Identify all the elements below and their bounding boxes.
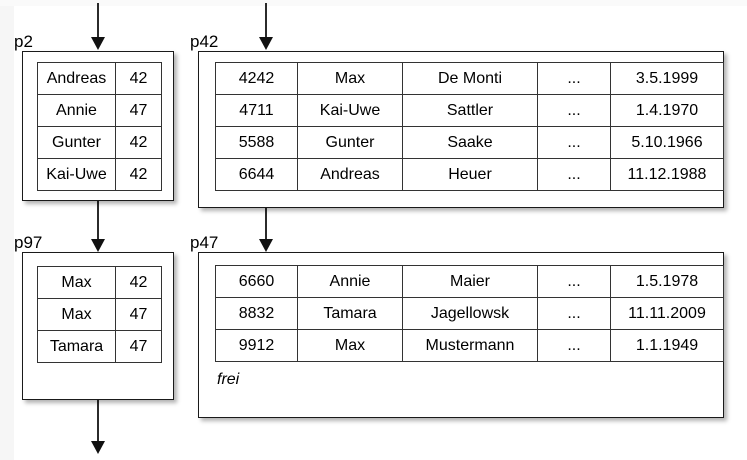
cell-more: ... (537, 265, 611, 298)
cell-id: 8832 (215, 297, 298, 330)
arrow-p2-to-p97 (90, 200, 106, 252)
cell-firstname: Annie (297, 265, 403, 298)
background-band-top (0, 0, 747, 6)
cell-name: Kai-Uwe (37, 158, 116, 191)
cell-more: ... (537, 62, 611, 95)
arrow-into-p2 (90, 3, 106, 50)
cell-id: 4711 (215, 94, 298, 127)
cell-bucket: 47 (115, 94, 162, 127)
cell-lastname: Mustermann (402, 329, 538, 362)
cell-date: 11.11.2009 (610, 297, 724, 330)
table-row[interactable]: 4711 Kai-Uwe Sattler ... 1.4.1970 (215, 94, 724, 127)
cell-more: ... (537, 126, 611, 159)
cell-bucket: 42 (115, 62, 162, 95)
cell-lastname: Saake (402, 126, 538, 159)
page-box-p47[interactable]: 6660 Annie Maier ... 1.5.1978 8832 Tamar… (198, 252, 724, 418)
cell-lastname: Maier (402, 265, 538, 298)
cell-name: Gunter (37, 126, 116, 159)
cell-id: 5588 (215, 126, 298, 159)
cell-more: ... (537, 329, 611, 362)
record-table-p42: 4242 Max De Monti ... 3.5.1999 4711 Kai-… (215, 62, 724, 191)
cell-name: Andreas (37, 62, 116, 95)
cell-lastname: Heuer (402, 158, 538, 191)
cell-name: Max (37, 266, 116, 299)
table-row[interactable]: 4242 Max De Monti ... 3.5.1999 (215, 62, 724, 95)
cell-id: 9912 (215, 329, 298, 362)
arrow-into-p42 (258, 3, 274, 50)
cell-name: Annie (37, 94, 116, 127)
page-label-p42: p42 (190, 32, 219, 51)
cell-id: 6660 (215, 265, 298, 298)
table-row[interactable]: Max 42 (37, 266, 162, 299)
cell-date: 5.10.1966 (610, 126, 724, 159)
table-row[interactable]: Tamara 47 (37, 330, 162, 363)
table-row[interactable]: Annie 47 (37, 94, 162, 127)
cell-bucket: 47 (115, 330, 162, 363)
record-table-p47: 6660 Annie Maier ... 1.5.1978 8832 Tamar… (215, 265, 724, 362)
page-box-p2[interactable]: Andreas 42 Annie 47 Gunter 42 Kai-Uwe 42 (22, 51, 174, 201)
cell-bucket: 42 (115, 266, 162, 299)
directory-table-p2: Andreas 42 Annie 47 Gunter 42 Kai-Uwe 42 (37, 62, 162, 191)
cell-firstname: Kai-Uwe (297, 94, 403, 127)
directory-table-p97: Max 42 Max 47 Tamara 47 (37, 266, 162, 363)
cell-date: 1.5.1978 (610, 265, 724, 298)
table-row[interactable]: 5588 Gunter Saake ... 5.10.1966 (215, 126, 724, 159)
page-label-p47: p47 (190, 233, 219, 252)
page-label-p2: p2 (14, 32, 33, 51)
arrow-p97-downward (90, 398, 106, 454)
cell-date: 3.5.1999 (610, 62, 724, 95)
cell-bucket: 42 (115, 126, 162, 159)
page-box-p42[interactable]: 4242 Max De Monti ... 3.5.1999 4711 Kai-… (198, 51, 724, 208)
cell-name: Tamara (37, 330, 116, 363)
cell-name: Max (37, 298, 116, 331)
table-row[interactable]: 9912 Max Mustermann ... 1.1.1949 (215, 329, 724, 362)
cell-more: ... (537, 158, 611, 191)
table-row[interactable]: 6644 Andreas Heuer ... 11.12.1988 (215, 158, 724, 191)
cell-firstname: Gunter (297, 126, 403, 159)
arrow-p42-to-p47 (258, 200, 274, 252)
cell-more: ... (537, 94, 611, 127)
cell-bucket: 47 (115, 298, 162, 331)
table-row[interactable]: 6660 Annie Maier ... 1.5.1978 (215, 265, 724, 298)
background-band-left (0, 0, 14, 460)
cell-firstname: Andreas (297, 158, 403, 191)
cell-id: 6644 (215, 158, 298, 191)
table-row[interactable]: Kai-Uwe 42 (37, 158, 162, 191)
cell-firstname: Tamara (297, 297, 403, 330)
cell-lastname: Sattler (402, 94, 538, 127)
cell-firstname: Max (297, 329, 403, 362)
page-label-p97: p97 (14, 233, 43, 252)
cell-lastname: De Monti (402, 62, 538, 95)
cell-firstname: Max (297, 62, 403, 95)
cell-lastname: Jagellowsk (402, 297, 538, 330)
cell-id: 4242 (215, 62, 298, 95)
table-row[interactable]: Max 47 (37, 298, 162, 331)
cell-date: 1.4.1970 (610, 94, 724, 127)
free-space-label-p47: frei (217, 371, 240, 388)
cell-bucket: 42 (115, 158, 162, 191)
table-row[interactable]: Andreas 42 (37, 62, 162, 95)
cell-date: 1.1.1949 (610, 329, 724, 362)
cell-more: ... (537, 297, 611, 330)
table-row[interactable]: Gunter 42 (37, 126, 162, 159)
table-row[interactable]: 8832 Tamara Jagellowsk ... 11.11.2009 (215, 297, 724, 330)
cell-date: 11.12.1988 (610, 158, 724, 191)
page-box-p97[interactable]: Max 42 Max 47 Tamara 47 (22, 252, 174, 400)
